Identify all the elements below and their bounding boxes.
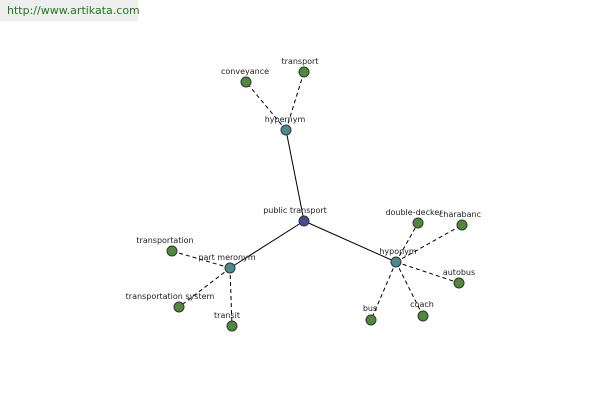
edge-part-meronym-to-transportation-system (178, 267, 231, 308)
node-coach[interactable] (417, 310, 429, 322)
node-hypernym[interactable] (280, 124, 292, 136)
node-bus[interactable] (365, 314, 377, 326)
label-transportation-system[interactable]: transportation system (126, 292, 215, 301)
edge-hyponym-to-charabanc (395, 224, 463, 263)
node-conveyance[interactable] (240, 76, 252, 88)
label-part-meronym[interactable]: part meronym (198, 253, 255, 262)
label-conveyance[interactable]: conveyance (221, 67, 269, 76)
node-part-meronym[interactable] (224, 262, 236, 274)
edge-hyponym-to-coach (395, 261, 424, 317)
node-transportation-system[interactable] (173, 301, 185, 313)
label-double-decker[interactable]: double-decker (385, 208, 443, 217)
label-autobus[interactable]: autobus (443, 268, 475, 277)
label-charabanc[interactable]: charabanc (439, 210, 481, 219)
url-bar: http://www.artikata.com (0, 0, 140, 21)
label-hypernym[interactable]: hypernym (265, 115, 306, 124)
label-coach[interactable]: coach (410, 300, 434, 309)
edge-hypernym-to-conveyance (245, 81, 287, 131)
node-transit[interactable] (226, 320, 238, 332)
edge-part-meronym-to-transit (229, 267, 233, 327)
label-transit[interactable]: transit (214, 311, 240, 320)
edge-hypernym-to-transport (285, 71, 305, 131)
edge-hyponym-to-double-decker (395, 222, 419, 263)
label-hyponym[interactable]: hyponym (379, 247, 417, 256)
node-public-transport[interactable] (298, 215, 310, 227)
node-charabanc[interactable] (456, 219, 468, 231)
node-hyponym[interactable] (390, 256, 402, 268)
labels-layer: public transport hypernym part meronym hypo… (126, 57, 481, 320)
label-bus[interactable]: bus (363, 304, 377, 313)
edge-hyponym-to-bus (370, 261, 397, 321)
node-transportation[interactable] (166, 245, 178, 257)
edge-public-transport-to-hyponym (303, 220, 397, 263)
node-autobus[interactable] (453, 277, 465, 289)
edges-layer (171, 71, 463, 327)
nodes-layer (166, 66, 468, 332)
label-transport[interactable]: transport (282, 57, 319, 66)
label-transportation[interactable]: transportation (136, 236, 193, 245)
edge-public-transport-to-part-meronym (229, 220, 305, 269)
node-double-decker[interactable] (412, 217, 424, 229)
label-public-transport[interactable]: public transport (263, 206, 327, 215)
edge-part-meronym-to-transportation (171, 250, 231, 269)
edge-public-transport-to-hypernym (285, 129, 305, 222)
node-transport[interactable] (298, 66, 310, 78)
site-url-link[interactable]: http://www.artikata.com (7, 4, 140, 17)
